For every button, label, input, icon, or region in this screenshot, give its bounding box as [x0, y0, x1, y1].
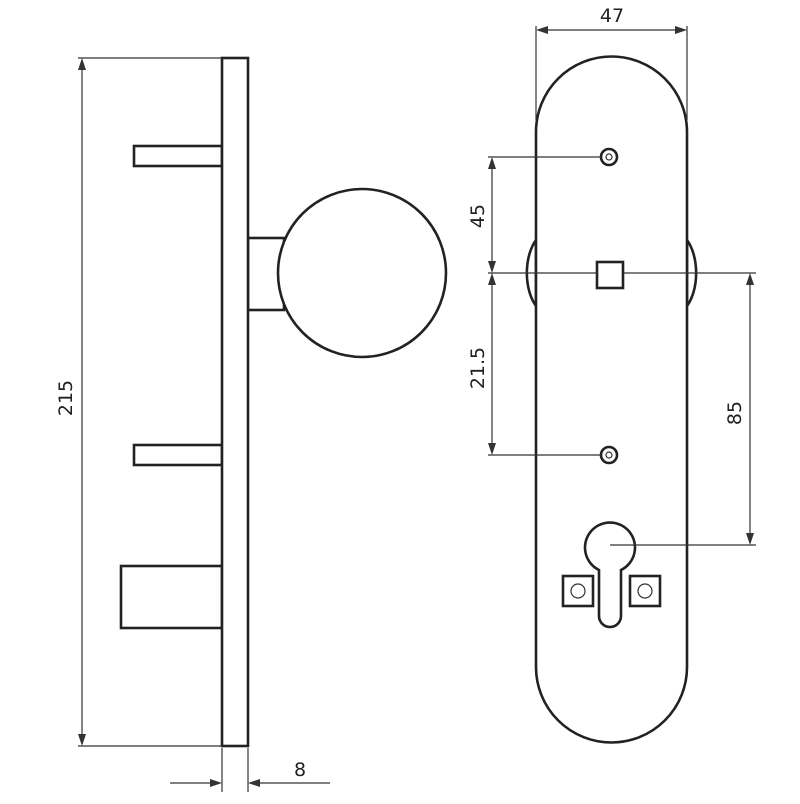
- dim-label-47: 47: [600, 5, 624, 27]
- side-lower-stud: [132, 443, 224, 467]
- knob-circle: [276, 187, 448, 359]
- arrowhead-left: [536, 26, 548, 34]
- front-view: [525, 55, 698, 744]
- arrowhead-right: [675, 26, 687, 34]
- dim-label-45: 45: [467, 204, 489, 228]
- dim-plate-thickness: 8: [170, 748, 330, 792]
- dim-label-21-5: 21.5: [467, 347, 489, 389]
- side-upper-stud: [132, 144, 224, 168]
- spindle-square-hole: [595, 260, 625, 290]
- arrowhead-right: [248, 779, 260, 787]
- arrowhead-top: [78, 58, 86, 70]
- dim-plate-width: 47: [535, 5, 688, 120]
- upper-screw-center: [605, 153, 613, 161]
- arrowhead-bottom: [746, 533, 754, 545]
- arrowhead-bottom: [488, 261, 496, 273]
- arrowhead-top: [746, 273, 754, 285]
- right-fixing-tab: [628, 574, 662, 608]
- dim-screw-to-spindle: 45: [467, 156, 601, 274]
- cylinder-keyhole: [583, 521, 637, 629]
- arrowhead-top: [488, 273, 496, 285]
- arrowhead-top: [488, 157, 496, 169]
- arrowhead-bottom: [78, 734, 86, 746]
- side-plate: [220, 56, 250, 748]
- dim-label-215: 215: [55, 380, 77, 416]
- front-plate: [534, 55, 689, 744]
- right-tab-hole: [637, 583, 653, 599]
- dim-label-85: 85: [724, 401, 746, 425]
- left-fixing-tab: [561, 574, 595, 608]
- arrowhead-bottom: [488, 443, 496, 455]
- dim-spindle-to-cylinder: 85: [610, 272, 756, 546]
- side-view: [119, 56, 448, 748]
- dim-plate-height: 215: [55, 57, 222, 747]
- arrowhead-left: [210, 779, 222, 787]
- lower-screw-center: [605, 451, 613, 459]
- dim-spindle-to-screw: 21.5: [467, 273, 601, 456]
- side-cylinder-housing: [119, 564, 224, 630]
- left-tab-hole: [570, 583, 586, 599]
- dim-label-8: 8: [294, 759, 306, 781]
